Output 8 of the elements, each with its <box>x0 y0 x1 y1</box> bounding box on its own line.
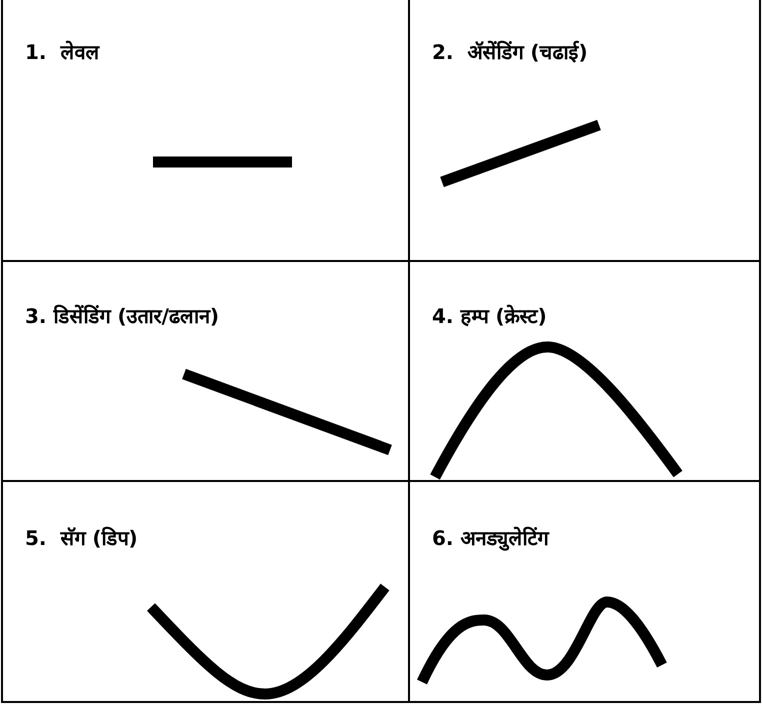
cell-label: 6. अनड्युलेटिंग <box>432 525 548 551</box>
cell-label: 2. ॲसेंडिंग (चढाई) <box>432 39 588 65</box>
cell-label: 4. हम्प (क्रेस्ट) <box>432 303 547 329</box>
cell-label: 1. लेवल <box>25 39 100 65</box>
cell-label: 5. सॅग (डिप) <box>25 525 138 551</box>
grid-cell <box>1 480 410 703</box>
grid-cell <box>408 480 761 703</box>
cell-label: 3. डिसेंडिंग (उतार/ढलान) <box>25 303 220 329</box>
